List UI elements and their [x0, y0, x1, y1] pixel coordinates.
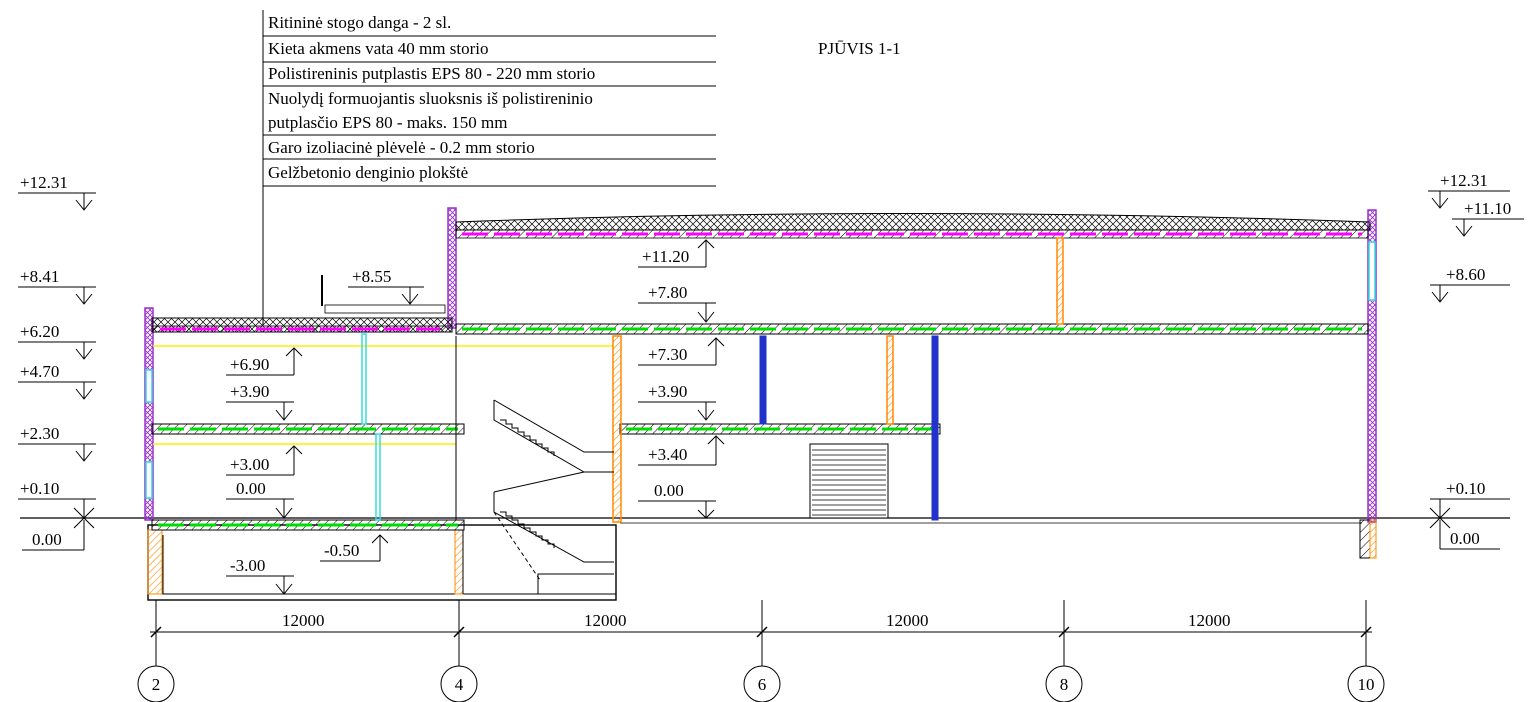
- basement: [147, 524, 617, 601]
- dimension-text: 12000: [1188, 611, 1231, 630]
- column-blue: [759, 335, 767, 425]
- window-int: [375, 433, 381, 521]
- layer-text: Polistireninis putplastis EPS 80 - 220 m…: [268, 64, 595, 83]
- level-mark: 0.00: [32, 530, 62, 549]
- level-markers-right: +12.31 +11.10 +8.60 +0.10 0.00: [1428, 171, 1524, 550]
- level-mark: +11.20: [642, 247, 689, 266]
- vent-grille: [809, 443, 889, 519]
- level-mark: +3.40: [648, 445, 687, 464]
- dimension-text: 12000: [282, 611, 325, 630]
- axis-label: 6: [758, 675, 767, 694]
- level-mark: +8.41: [20, 267, 59, 286]
- low-roof: [151, 275, 453, 333]
- wall-mid-parapet: [447, 207, 457, 329]
- level-mark: +7.30: [648, 345, 687, 364]
- layer-text: Gelžbetonio denginio plokštė: [268, 163, 468, 182]
- slab-level-2: [455, 323, 1369, 335]
- window-left-1: [145, 369, 153, 403]
- slab-level-1-right: [619, 423, 941, 435]
- level-mark: +12.31: [1440, 171, 1488, 190]
- level-mark: +3.00: [230, 455, 269, 474]
- level-markers-inner: +8.55 +6.90 +3.90 +3.00 0.00 -0.50 -3.00: [226, 267, 424, 595]
- wall-left: [144, 307, 154, 521]
- level-markers-mid: +11.20 +7.80 +7.30 +3.90 +3.40 0.00: [638, 239, 725, 519]
- level-mark: +0.10: [20, 479, 59, 498]
- layer-text: Ritininė stogo danga - 2 sl.: [268, 13, 451, 32]
- level-mark: +6.90: [230, 355, 269, 374]
- slab-ground: [151, 519, 465, 531]
- level-mark: +8.60: [1446, 265, 1485, 284]
- level-mark: 0.00: [236, 479, 266, 498]
- axis-label: 4: [455, 675, 464, 694]
- level-mark: +12.31: [20, 173, 68, 192]
- level-mark: 0.00: [1450, 529, 1480, 548]
- window-int: [361, 333, 367, 425]
- layer-text: Garo izoliacinė plėvelė - 0.2 mm storio: [268, 138, 535, 157]
- column-orange: [1056, 237, 1064, 325]
- high-roof: [455, 213, 1371, 239]
- stair: [493, 399, 614, 594]
- axis-label: 10: [1358, 675, 1375, 694]
- level-mark: +4.70: [20, 362, 59, 381]
- dimension-text: 12000: [886, 611, 929, 630]
- layer-text: Nuolydį formuojantis sluoksnis iš polist…: [268, 89, 593, 108]
- level-mark: +0.10: [1446, 479, 1485, 498]
- layer-text: Kieta akmens vata 40 mm storio: [268, 39, 488, 58]
- level-mark: +2.30: [20, 424, 59, 443]
- dimension-text: 12000: [584, 611, 627, 630]
- axis-label: 8: [1060, 675, 1069, 694]
- axis-label: 2: [152, 675, 161, 694]
- window-left-2: [145, 461, 153, 499]
- level-mark: +3.90: [648, 382, 687, 401]
- level-mark: +7.80: [648, 283, 687, 302]
- layer-text: putplasčio EPS 80 - maks. 150 mm: [268, 113, 507, 132]
- slab-level-1-left: [151, 423, 465, 435]
- level-mark: 0.00: [654, 481, 684, 500]
- level-mark: +6.20: [20, 322, 59, 341]
- drawing-title: PJŪVIS 1-1: [818, 39, 901, 58]
- column-blue: [931, 335, 939, 521]
- level-markers-left: +12.31 +8.41 +6.20 +4.70 +2.30 +0.10 0.0…: [18, 173, 96, 551]
- grid-axes: 2 4 6 8 10: [137, 640, 1385, 702]
- window-right: [1368, 241, 1376, 301]
- level-mark: -0.50: [324, 541, 359, 560]
- dimension-chain: 12000 12000 12000 12000: [150, 600, 1372, 640]
- foundation-right-orange: [1369, 519, 1377, 559]
- level-mark: +3.90: [230, 382, 269, 401]
- foundation-right: [1359, 519, 1371, 559]
- layer-legend: Ritininė stogo danga - 2 sl. Kieta akmen…: [262, 10, 716, 325]
- level-mark: +11.10: [1464, 199, 1511, 218]
- column-orange: [612, 335, 622, 523]
- level-mark: +8.55: [352, 267, 391, 286]
- level-mark: -3.00: [230, 556, 265, 575]
- column-orange: [886, 335, 894, 425]
